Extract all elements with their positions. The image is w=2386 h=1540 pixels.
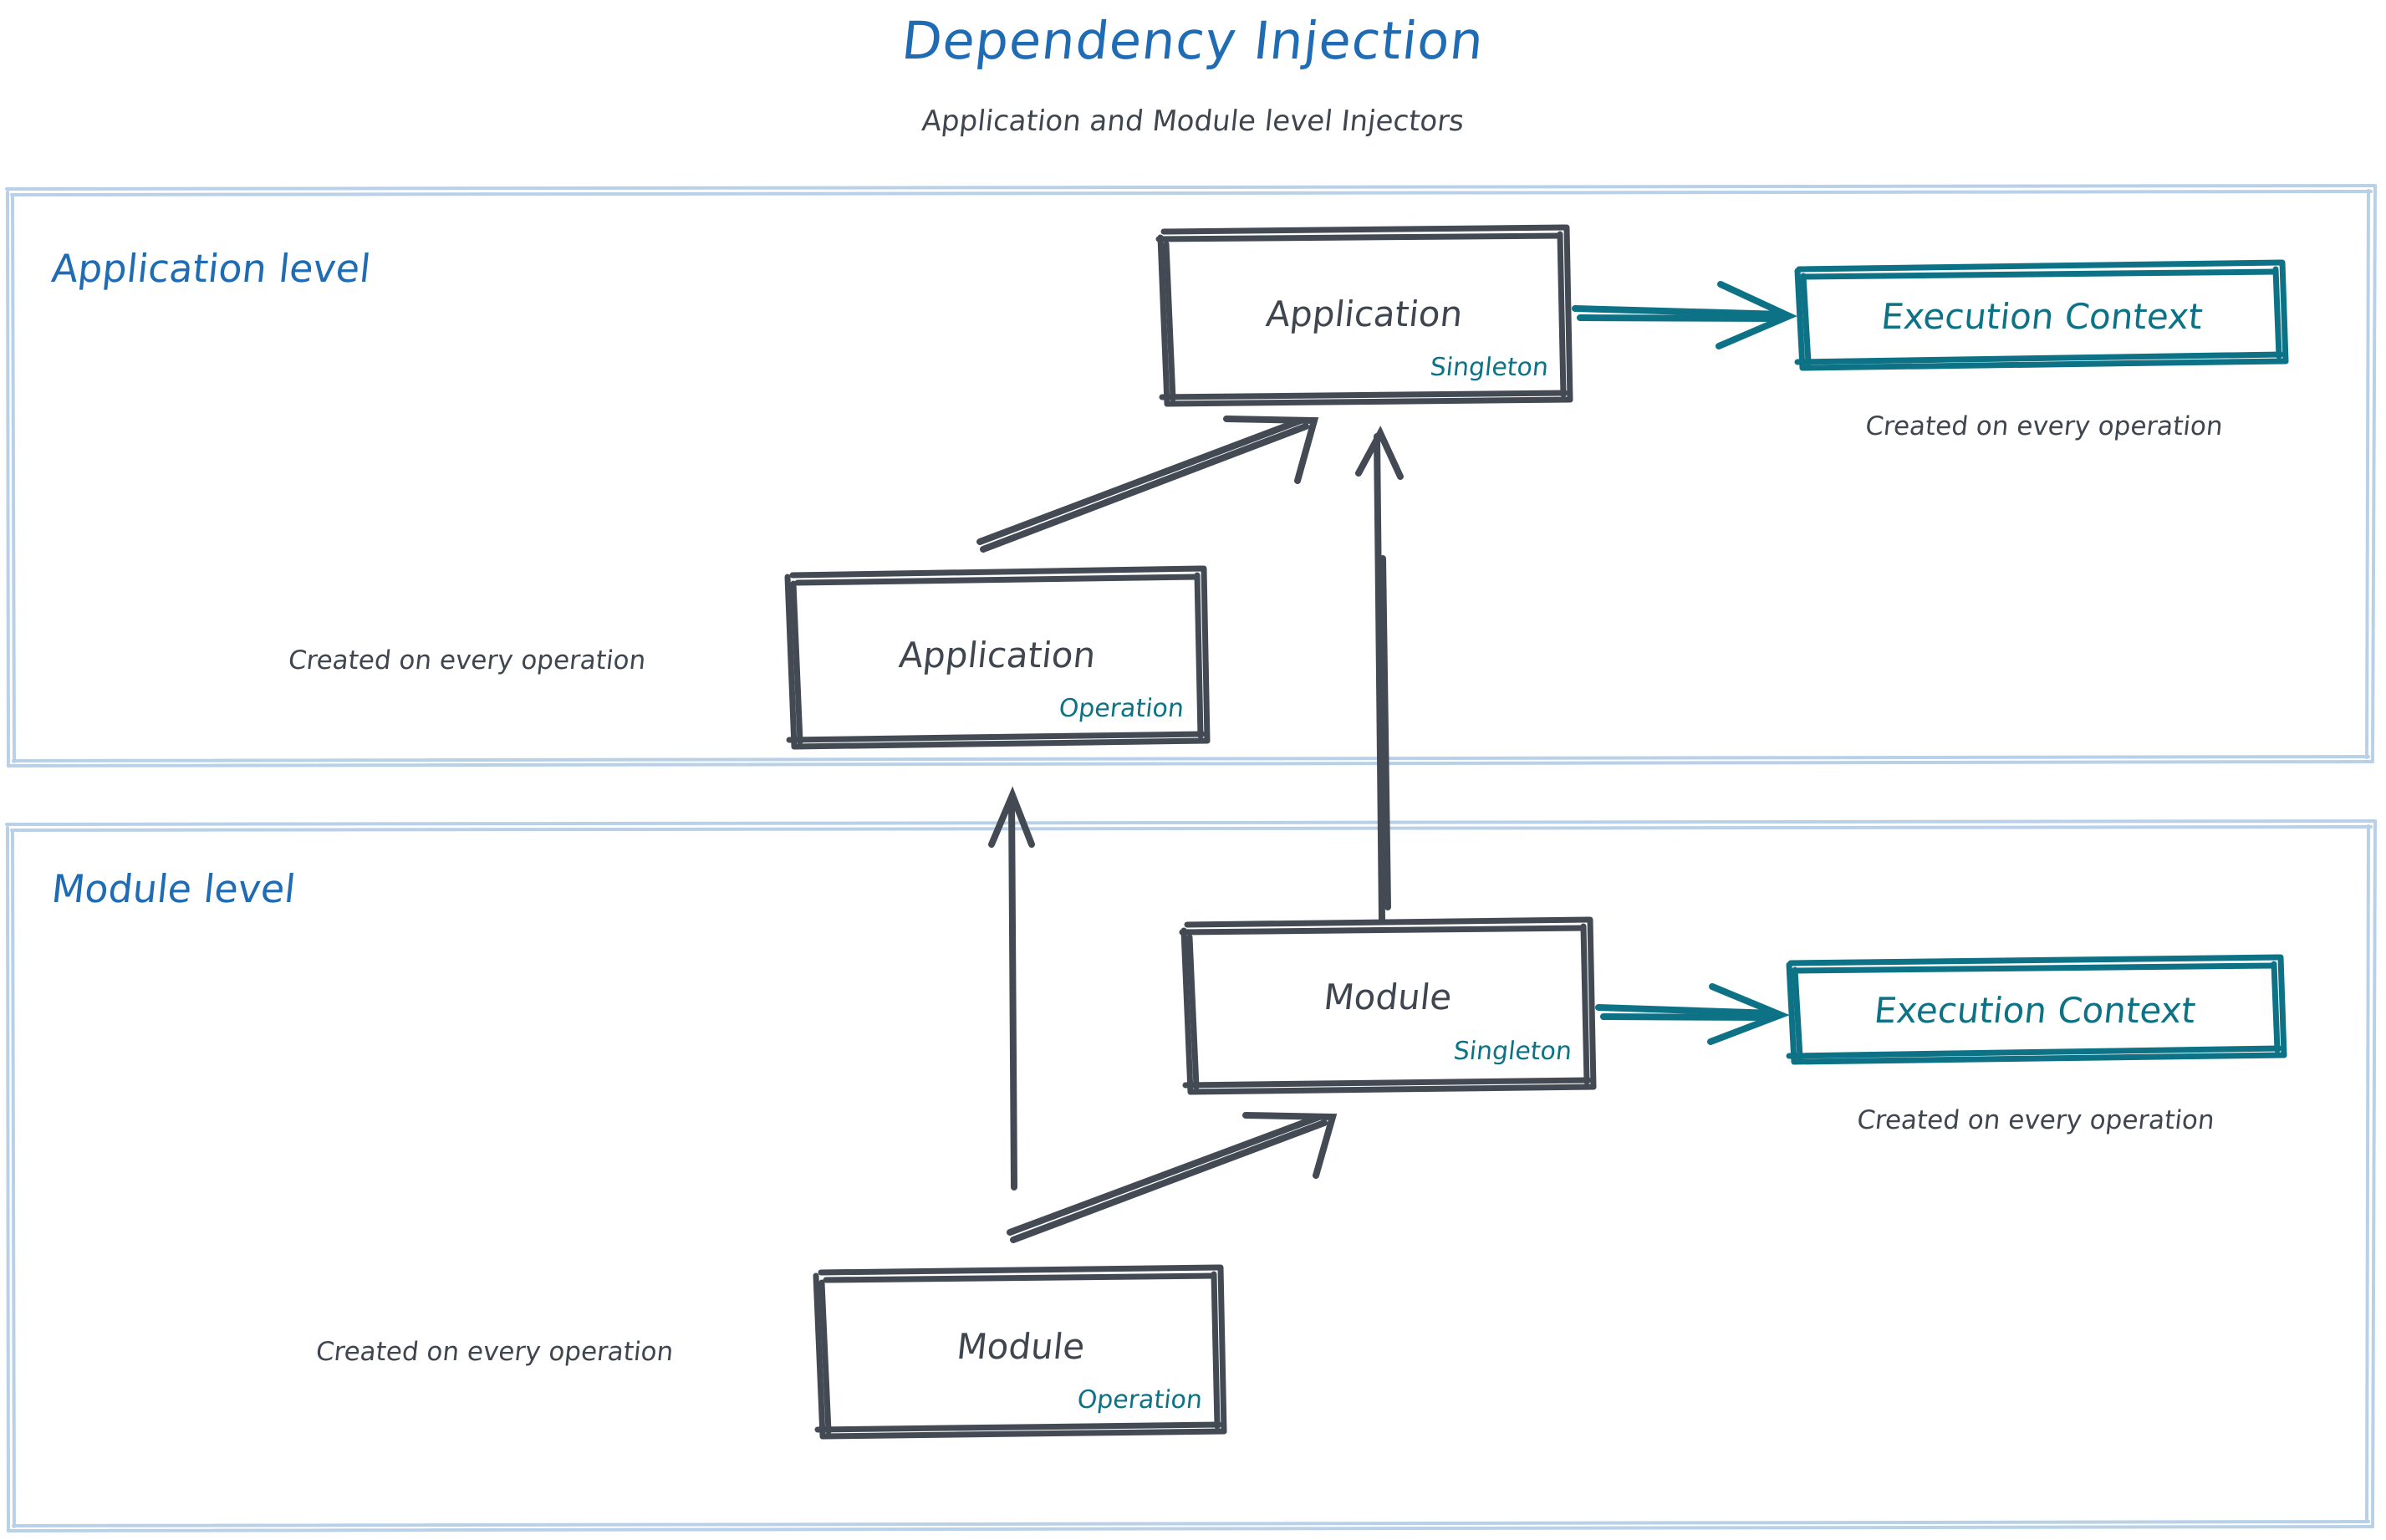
application-singleton-title: Application bbox=[1264, 293, 1465, 334]
edge-module-operation-to-module-singleton bbox=[1007, 1112, 1338, 1243]
module-execution-context-box[interactable] bbox=[1786, 954, 2287, 1065]
module-operation-title: Module bbox=[955, 1326, 1087, 1367]
module-execution-context-caption: Created on every operation bbox=[1855, 1105, 2216, 1135]
module-operation-scope: Operation bbox=[1075, 1385, 1204, 1415]
module-singleton-scope: Singleton bbox=[1451, 1037, 1573, 1066]
application-operation-box[interactable] bbox=[784, 565, 1211, 750]
edge-module-singleton-to-app-singleton bbox=[1355, 426, 1404, 923]
application-execution-context-box[interactable] bbox=[1794, 259, 2289, 371]
application-level-label: Application level bbox=[49, 246, 373, 291]
application-singleton-box[interactable] bbox=[1155, 224, 1573, 407]
module-level-label: Module level bbox=[49, 866, 298, 911]
page-title: Dependency Injection bbox=[899, 10, 1487, 71]
application-operation-caption: Created on every operation bbox=[287, 645, 648, 676]
application-operation-title: Application bbox=[897, 635, 1098, 676]
edge-app-singleton-to-exec-context bbox=[1572, 281, 1797, 349]
page-subtitle: Application and Module level Injectors bbox=[920, 105, 1466, 138]
edge-app-operation-to-app-singleton bbox=[976, 416, 1319, 553]
edge-module-operation-to-app-operation bbox=[988, 786, 1035, 1191]
application-operation-scope: Operation bbox=[1057, 694, 1185, 723]
application-execution-context-caption: Created on every operation bbox=[1863, 411, 2225, 441]
module-level-container bbox=[5, 819, 2377, 1532]
edge-module-singleton-to-exec-context bbox=[1595, 983, 1790, 1045]
module-execution-context-title: Execution Context bbox=[1872, 990, 2198, 1031]
application-singleton-scope: Singleton bbox=[1428, 353, 1550, 382]
module-operation-box[interactable] bbox=[813, 1264, 1227, 1440]
application-execution-context-title: Execution Context bbox=[1879, 296, 2205, 337]
application-level-container bbox=[5, 184, 2377, 767]
module-singleton-title: Module bbox=[1322, 977, 1454, 1017]
module-singleton-box[interactable] bbox=[1179, 916, 1597, 1095]
module-operation-caption: Created on every operation bbox=[314, 1337, 676, 1367]
